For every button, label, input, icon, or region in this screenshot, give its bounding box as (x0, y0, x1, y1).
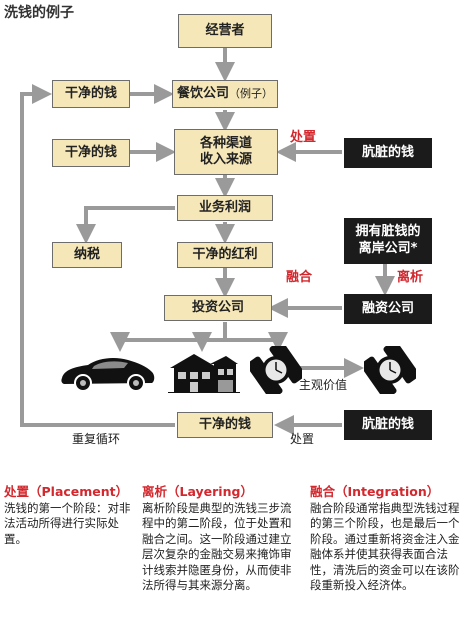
layering-body: 离析阶段是典型的洗钱三步流程中的第二阶段，位于处置和融合之间。这一阶段通过建立层… (142, 500, 292, 593)
financing-company-box: 融资公司 (344, 294, 432, 324)
placement-explanation: 处置（Placement） 洗钱的第一个阶段：对非法活动所得进行实际处置。 (4, 484, 134, 547)
income-channels-box: 各种渠道 收入来源 (174, 129, 278, 175)
flow-connectors (20, 48, 395, 435)
clean-money-box: 干净的钱 (52, 139, 130, 167)
placement-body: 洗钱的第一个阶段：对非法活动所得进行实际处置。 (4, 500, 131, 546)
restaurant-box: 餐饮公司（例子） (172, 80, 278, 108)
house-icon (168, 354, 240, 393)
integration-label: 融合 (286, 270, 313, 285)
layering-heading: 离析（Layering） (142, 484, 253, 499)
clean-money-box: 干净的钱 (177, 412, 273, 438)
placement-label: 处置 (290, 432, 315, 446)
page-title: 洗钱的例子 (4, 5, 74, 21)
integration-heading: 融合（Integration） (310, 484, 440, 499)
business-profit-box: 业务利润 (177, 195, 273, 221)
restaurant-note: （例子） (229, 87, 273, 101)
dirty-money-box: 肮脏的钱 (344, 410, 432, 440)
repeat-cycle-label: 重复循环 (72, 432, 121, 446)
dirty-money-box: 肮脏的钱 (344, 138, 432, 168)
restaurant-label: 餐饮公司 (176, 85, 229, 101)
operator-box: 经营者 (178, 14, 272, 48)
tax-box: 纳税 (52, 242, 122, 268)
placement-label: 处置 (290, 130, 317, 145)
integration-explanation: 融合（Integration） 融合阶段通常指典型洗钱过程的第三个阶段，也是最后… (310, 484, 468, 594)
layering-label: 离析 (397, 270, 424, 285)
offshore-company-box: 拥有脏钱的 离岸公司* (344, 218, 432, 264)
watch-icon (364, 346, 416, 394)
watch-icon (250, 346, 302, 394)
layering-explanation: 离析（Layering） 离析阶段是典型的洗钱三步流程中的第二阶段，位于处置和融… (142, 484, 300, 594)
placement-heading: 处置（Placement） (4, 484, 129, 499)
investment-company-box: 投资公司 (164, 295, 272, 321)
car-icon (61, 357, 155, 392)
clean-money-box: 干净的钱 (52, 80, 130, 108)
subjective-value-label: 主观价值 (299, 378, 348, 392)
integration-body: 融合阶段通常指典型洗钱过程的第三个阶段，也是最后一个阶段。通过重新将资金注入金融… (310, 500, 460, 593)
clean-dividend-box: 干净的红利 (177, 242, 273, 268)
